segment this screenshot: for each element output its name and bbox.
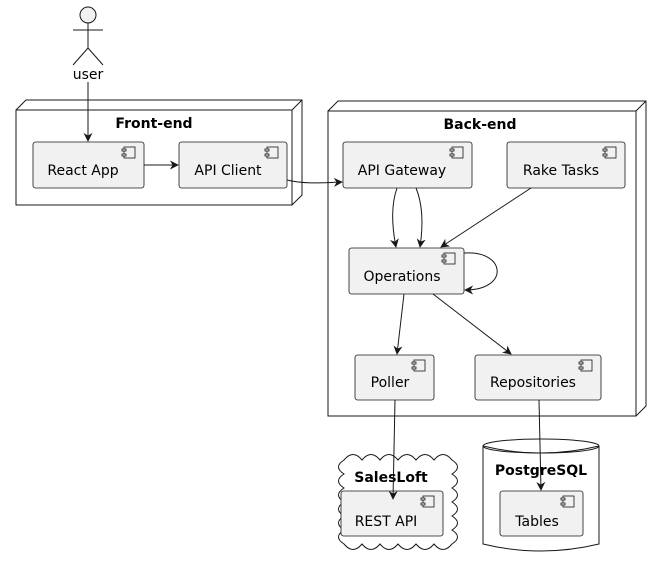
user-actor: user [72, 6, 104, 83]
component-api-client[interactable]: API Client [178, 141, 288, 189]
salesloft-title: SalesLoft [354, 470, 428, 486]
component-rake-tasks[interactable]: Rake Tasks [506, 141, 626, 189]
user-label: user [73, 67, 104, 83]
edge-api-client-api-gateway [286, 177, 343, 187]
rake-tasks-label: Rake Tasks [523, 163, 599, 179]
edge-operations-poller [393, 293, 405, 355]
edge-operations-self [463, 252, 498, 295]
component-repositories[interactable]: Repositories [474, 354, 602, 401]
component-operations[interactable]: Operations [348, 247, 465, 295]
edge-operations-repositories [432, 293, 512, 355]
frontend-title: Front-end [115, 116, 192, 132]
repositories-label: Repositories [490, 375, 576, 391]
component-tables[interactable]: Tables [499, 490, 584, 537]
operations-label: Operations [364, 269, 441, 285]
api-client-label: API Client [194, 163, 262, 179]
component-api-gateway[interactable]: API Gateway [342, 141, 473, 189]
react-app-label: React App [47, 163, 118, 179]
edges [83, 82, 546, 500]
edge-rake-tasks-operations [440, 187, 532, 248]
poller-label: Poller [371, 375, 410, 391]
rest-api-label: REST API [355, 514, 418, 530]
api-gateway-label: API Gateway [358, 163, 446, 179]
component-poller[interactable]: Poller [354, 354, 435, 401]
backend-title: Back-end [443, 117, 516, 133]
edge-repositories-tables [536, 399, 546, 491]
edge-api-gateway-operations-2 [415, 187, 426, 248]
edge-poller-rest-api [388, 399, 398, 500]
edge-api-gateway-operations-1 [390, 187, 399, 248]
component-react-app[interactable]: React App [32, 141, 145, 189]
component-rest-api[interactable]: REST API [340, 490, 444, 537]
tables-label: Tables [514, 514, 559, 530]
